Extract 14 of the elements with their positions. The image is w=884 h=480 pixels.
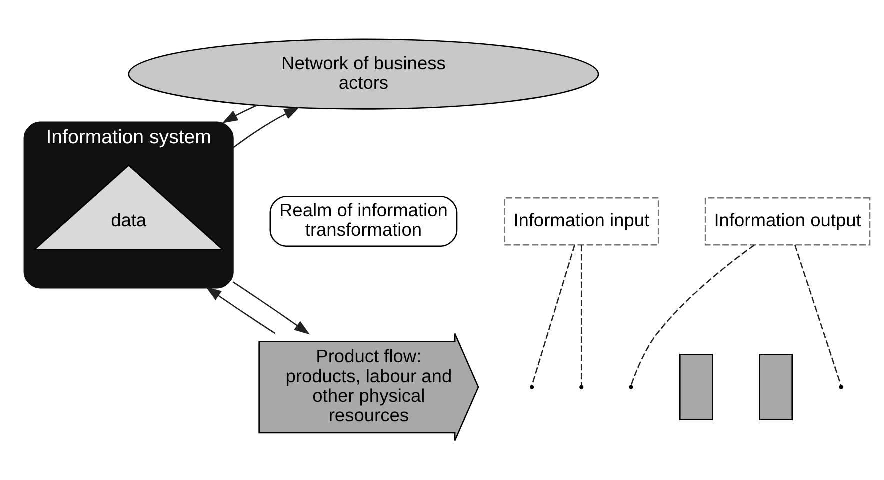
node-bar	[759, 354, 794, 421]
connector	[532, 245, 576, 386]
connector	[630, 244, 755, 386]
connector	[794, 245, 842, 386]
node-box: Realm of information transformation	[270, 196, 458, 247]
arrow	[206, 286, 276, 334]
arrow	[222, 104, 258, 124]
connector	[580, 245, 582, 386]
arrow	[232, 282, 310, 335]
node-box: Information input	[504, 197, 660, 246]
node-bar	[679, 354, 714, 421]
node-box: Information output	[704, 197, 871, 246]
node-ellipse: Network of business actors	[128, 38, 600, 110]
arrow	[232, 107, 300, 149]
